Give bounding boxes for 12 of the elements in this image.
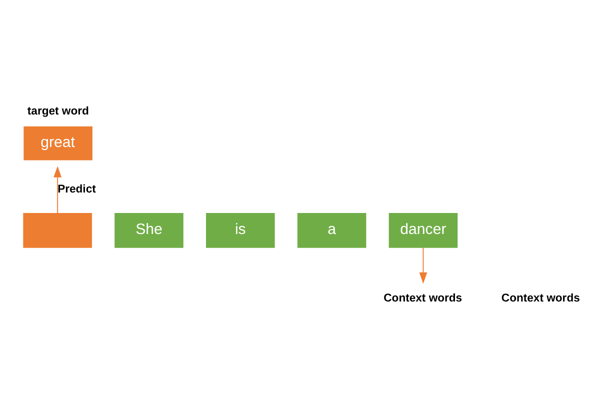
node-box: a <box>297 213 366 248</box>
arrow <box>54 166 62 214</box>
node-box: She <box>114 213 184 248</box>
node-box <box>23 213 92 248</box>
node-box: dancer <box>388 213 458 248</box>
edge-label: Predict <box>58 183 96 196</box>
node-label: target word <box>27 106 89 118</box>
node-box: great <box>24 126 92 160</box>
arrow <box>419 247 428 284</box>
node-box: is <box>206 213 275 248</box>
label: Context words <box>501 292 580 304</box>
node-text: Context words <box>384 292 462 304</box>
